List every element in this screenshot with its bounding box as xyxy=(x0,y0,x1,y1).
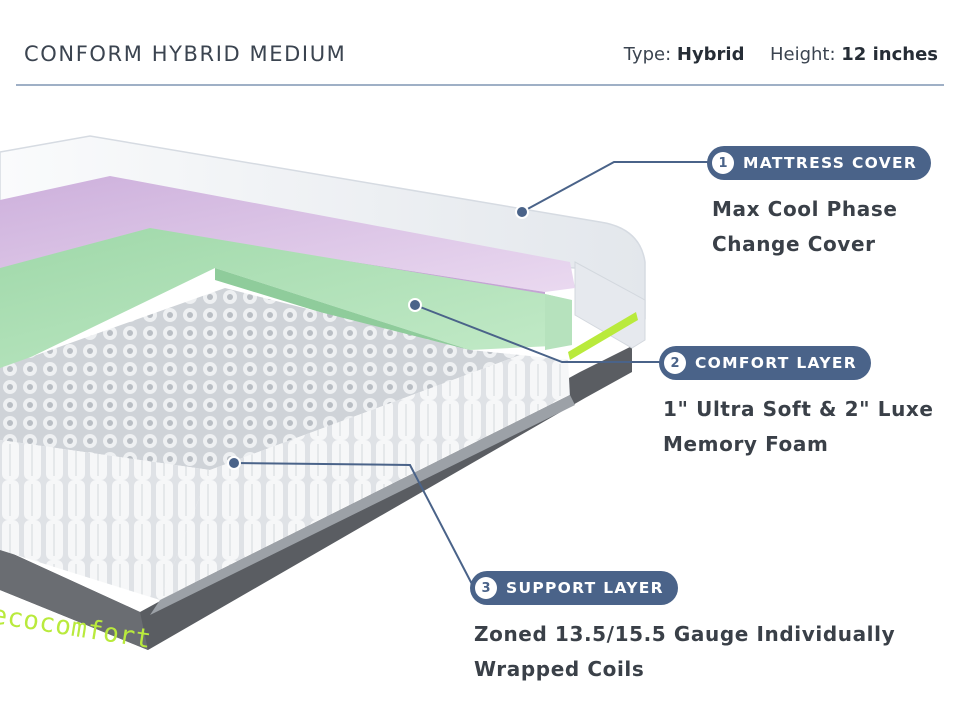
badge-mattress-cover: 1 MATTRESS COVER xyxy=(707,146,932,180)
marker-dot-cover xyxy=(515,205,529,219)
cover-accent-stripe xyxy=(568,312,638,360)
badge-label: MATTRESS COVER xyxy=(743,154,918,172)
type-value: Hybrid xyxy=(676,44,745,65)
coil-front-wall xyxy=(0,440,210,600)
leader-line-cover xyxy=(521,161,712,213)
badge-label: SUPPORT LAYER xyxy=(506,579,664,597)
badge-number: 1 xyxy=(712,152,734,174)
type-label: Type: xyxy=(623,44,672,65)
badge-support-layer: 3 SUPPORT LAYER xyxy=(470,571,678,605)
product-specs: Type: Hybrid Height: 12 inches xyxy=(624,44,938,65)
badge-number: 3 xyxy=(475,577,497,599)
marker-dot-comfort xyxy=(408,298,422,312)
height-label: Height: xyxy=(769,44,836,65)
header-divider xyxy=(16,84,944,86)
coil-side-wall xyxy=(160,355,570,600)
product-title: CONFORM HYBRID MEDIUM xyxy=(24,42,347,66)
support-layer-description: Zoned 13.5/15.5 Gauge Individually Wrapp… xyxy=(474,622,896,681)
comfort-layer-description: 1" Ultra Soft & 2" Luxe Memory Foam xyxy=(663,397,934,456)
coil-top-surface xyxy=(0,288,520,470)
leader-line-comfort xyxy=(414,304,664,363)
height-value: 12 inches xyxy=(841,44,938,65)
badge-label: COMFORT LAYER xyxy=(695,354,857,372)
marker-dot-support xyxy=(227,456,241,470)
comfort-foam-layer xyxy=(0,228,572,372)
badge-comfort-layer: 2 COMFORT LAYER xyxy=(659,346,871,380)
memory-foam-layer xyxy=(0,176,575,292)
mattress-cover-description: Max Cool Phase Change Cover xyxy=(712,197,898,256)
badge-number: 2 xyxy=(664,352,686,374)
leader-line-support xyxy=(233,462,475,589)
